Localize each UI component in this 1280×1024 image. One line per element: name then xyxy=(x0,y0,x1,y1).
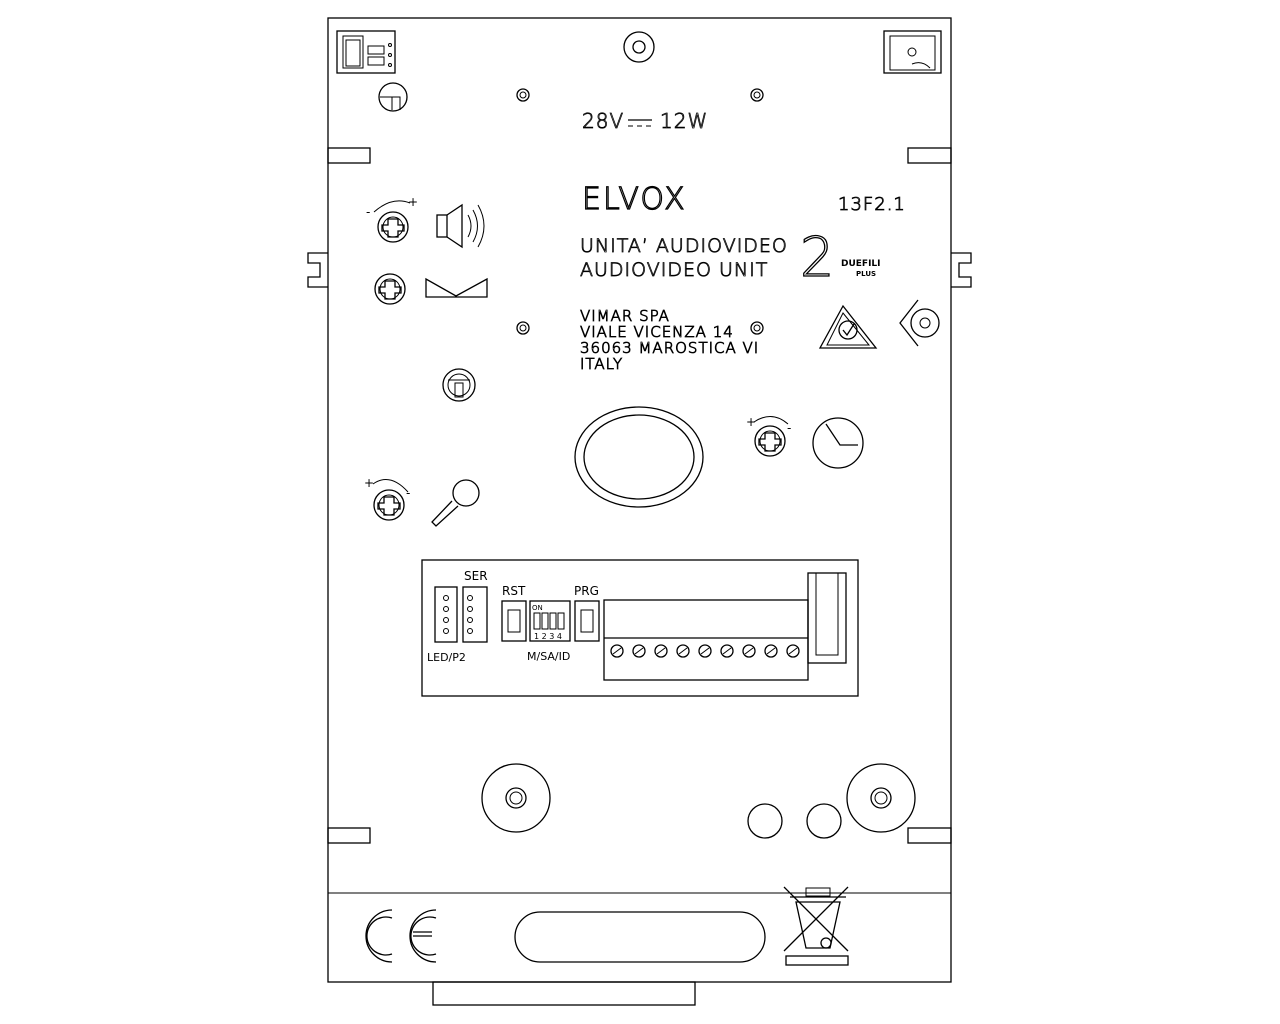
rst-label: RST xyxy=(502,584,526,598)
timer-screw-icon xyxy=(754,425,786,457)
volume-screw-icon xyxy=(377,211,409,243)
terminal-screw-slot xyxy=(612,647,622,655)
brand-logo: ELVOX xyxy=(582,182,687,217)
video-connector xyxy=(807,572,847,664)
terminal-screw xyxy=(676,644,690,658)
duefili-plus-logo: 2 DUEFILI PLUS xyxy=(799,225,881,289)
terminal-screw-slot xyxy=(700,647,710,655)
dip-numbers: 1 2 3 4 xyxy=(534,632,562,641)
led-p2-label: LED/P2 xyxy=(427,651,466,664)
bottom-left-screw xyxy=(481,763,551,833)
dip-switch: ON 1 2 3 4 M/SA/ID xyxy=(527,600,571,663)
terminal-screw xyxy=(720,644,734,658)
rst-button: RST xyxy=(501,584,527,642)
power-label: 12W xyxy=(660,109,708,133)
mic-plus: + xyxy=(364,476,374,490)
volume-adjuster: - + xyxy=(366,195,485,249)
terminal-screw-slot xyxy=(744,647,754,655)
label-slot xyxy=(514,911,766,963)
speaker-mark-icon xyxy=(899,299,940,347)
brightness-screw-icon xyxy=(374,273,406,305)
timer-plus: + xyxy=(746,415,756,429)
manufacturer-country: ITALY xyxy=(580,355,623,373)
microphone-screw-icon xyxy=(373,489,405,521)
clock-icon xyxy=(812,417,864,469)
duefili-word: DUEFILI xyxy=(841,259,881,269)
led-p2-header: LED/P2 xyxy=(427,586,466,664)
cable-holes xyxy=(747,803,842,839)
top-right-connector xyxy=(883,30,942,74)
timer-adjuster: + - xyxy=(746,415,864,469)
manufacturer-street: VIALE VICENZA 14 xyxy=(580,323,734,341)
product-name-english: AUDIOVIDEO UNIT xyxy=(580,259,768,281)
product-name-italian: UNITA’ AUDIOVIDEO xyxy=(580,235,788,257)
brightness-adjuster xyxy=(374,273,488,305)
terminal-screw xyxy=(632,644,646,658)
terminal-screw xyxy=(764,644,778,658)
ser-header: SER xyxy=(462,569,488,643)
terminal-screw xyxy=(610,644,624,658)
terminal-screw-slot xyxy=(766,647,776,655)
manufacturer-name: VIMAR SPA xyxy=(580,307,670,325)
dc-symbol-icon xyxy=(628,119,652,127)
ser-label: SER xyxy=(464,569,488,583)
terminal-block xyxy=(603,599,809,681)
weee-bin-icon xyxy=(783,886,849,966)
terminal-screw-slot xyxy=(722,647,732,655)
dip-function-label: M/SA/ID xyxy=(527,650,570,663)
timer-minus: - xyxy=(787,421,791,435)
prg-label: PRG xyxy=(574,584,599,598)
model-code: 13F2.1 xyxy=(838,194,906,215)
power-rating: 28V 12W xyxy=(582,109,708,134)
terminal-screw xyxy=(786,644,800,658)
trimmer-icon xyxy=(442,368,476,402)
connector-panel: LED/P2 SER RST ON 1 2 3 4 M/SA/ID xyxy=(421,559,859,697)
device-housing xyxy=(307,17,972,1006)
camera-lens xyxy=(574,406,704,508)
prg-button: PRG xyxy=(574,584,600,642)
bottom-right-screw xyxy=(846,763,916,833)
mounting-holes xyxy=(516,88,764,335)
terminal-screw-slot xyxy=(634,647,644,655)
terminal-screw-slot xyxy=(656,647,666,655)
mic-minus: - xyxy=(406,486,410,500)
ce-mark-icon xyxy=(365,909,437,963)
volume-minus: - xyxy=(366,205,370,219)
top-screw xyxy=(623,31,655,63)
terminal-screw xyxy=(742,644,756,658)
dip-on-label: ON xyxy=(532,604,543,612)
terminal-screw xyxy=(698,644,712,658)
rcm-mark-icon xyxy=(818,304,878,349)
microphone-icon xyxy=(431,479,480,527)
jumper-icon xyxy=(378,82,408,112)
plus-word: PLUS xyxy=(856,270,876,278)
voltage-label: 28V xyxy=(582,109,624,133)
microphone-adjuster: + - xyxy=(364,476,480,527)
terminal-screw-slot xyxy=(788,647,798,655)
top-left-connector xyxy=(336,30,396,74)
volume-plus: + xyxy=(408,195,418,209)
envelope-icon xyxy=(425,277,488,298)
terminal-screw-slot xyxy=(678,647,688,655)
speaker-icon xyxy=(436,203,485,249)
manufacturer-city: 36063 MAROSTICA VI xyxy=(580,339,759,357)
duefili-numeral: 2 xyxy=(800,226,835,289)
terminal-screw xyxy=(654,644,668,658)
